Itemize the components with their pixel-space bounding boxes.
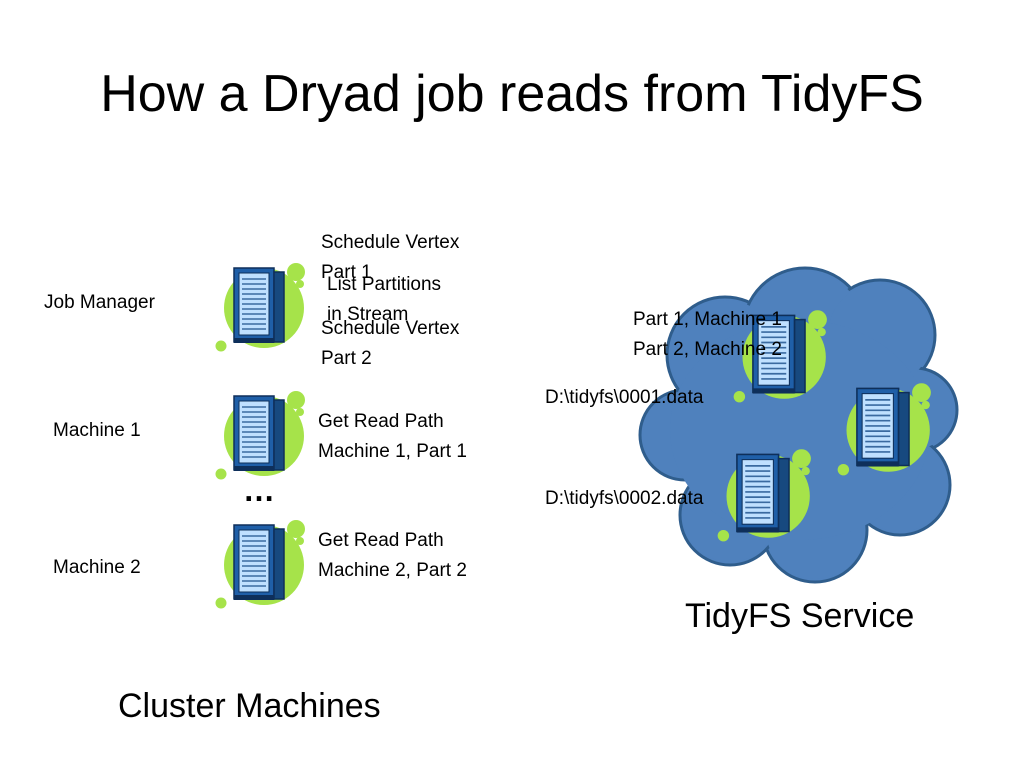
- get-read-path-1-line1: Get Read Path: [318, 411, 444, 432]
- tidyfs-server-2-icon: [834, 378, 934, 478]
- schedule-vertex-part1-line2: Part 1: [321, 262, 372, 283]
- list-partitions-line1: List Partitions: [327, 274, 442, 295]
- machine-1-server-icon: [212, 386, 308, 482]
- path-0002-label: D:\tidyfs\0002.data: [545, 488, 704, 509]
- ellipsis: …: [243, 472, 275, 508]
- machine-2-server-icon: [212, 515, 308, 611]
- get-read-path-2-line2: Machine 2, Part 2: [318, 560, 467, 581]
- schedule-vertex-part1-line1: Schedule Vertex: [321, 232, 460, 253]
- path-0001-label: D:\tidyfs\0001.data: [545, 387, 704, 408]
- get-read-path-1-line2: Machine 1, Part 1: [318, 441, 467, 462]
- tidyfs-service-label: TidyFS Service: [685, 597, 915, 635]
- list-partitions-line2: in Stream: [327, 304, 409, 325]
- job-manager-label: Job Manager: [44, 292, 155, 313]
- machine-1-label: Machine 1: [53, 420, 141, 441]
- schedule-vertex-part2-line1: Schedule Vertex: [321, 318, 460, 339]
- tidyfs-server-3-icon: [714, 444, 814, 544]
- job-manager-server-icon: [212, 258, 308, 354]
- cluster-machines-label: Cluster Machines: [118, 687, 381, 725]
- partition-map-line2: Part 2, Machine 2: [633, 339, 782, 360]
- get-read-path-2-line1: Get Read Path: [318, 530, 444, 551]
- schedule-vertex-part2-line2: Part 2: [321, 348, 372, 369]
- machine-2-label: Machine 2: [53, 557, 141, 578]
- partition-map-line1: Part 1, Machine 1: [633, 309, 782, 330]
- slide-title: How a Dryad job reads from TidyFS: [100, 65, 924, 123]
